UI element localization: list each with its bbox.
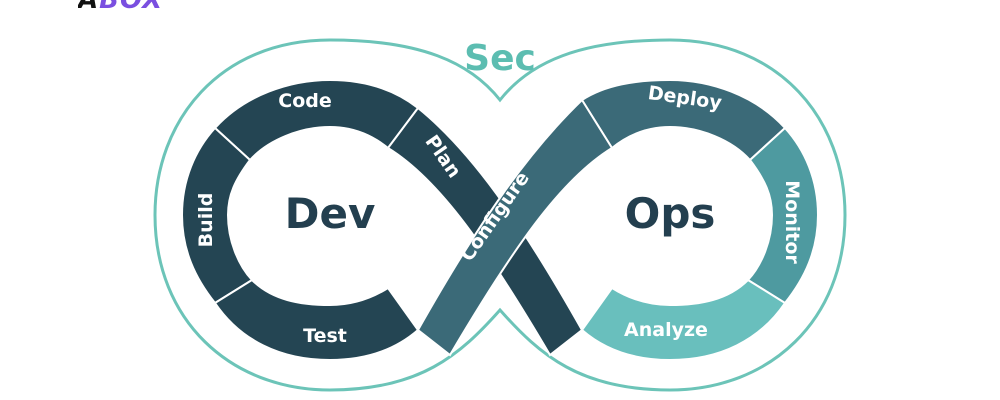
segment-configure [416,98,614,357]
brand-logo: ABOX [78,0,163,10]
label-dev: Dev [285,189,376,238]
label-analyze: Analyze [624,319,708,341]
label-ops: Ops [625,189,716,238]
segment-analyze [580,278,787,362]
segment-build [180,126,254,305]
label-test: Test [303,325,347,347]
label-monitor: Monitor [781,180,803,264]
label-sec: Sec [464,38,536,79]
logo-text-right: BOX [99,0,163,10]
logo-text-left: A [78,0,99,10]
infinity-outline [153,38,847,392]
segment-test [213,278,420,362]
label-build: Build [195,193,217,248]
label-code: Code [278,90,331,112]
